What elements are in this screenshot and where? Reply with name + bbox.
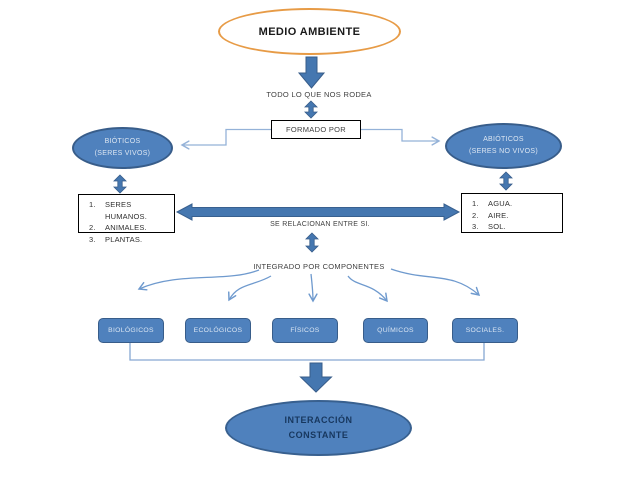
- node-ecologicos: ECOLÓGICOS: [185, 318, 251, 343]
- conclusion-line1: INTERACCIÓN: [284, 415, 353, 425]
- node-biologicos: BIOLÓGICOS: [98, 318, 164, 343]
- list-item: 1. AGUA.: [472, 199, 513, 208]
- block-arrow-down-bottom: [299, 362, 333, 393]
- node-quimicos: QUÍMICOS: [363, 318, 428, 343]
- subtitle-text: TODO LO QUE NOS RODEA: [266, 90, 372, 99]
- node-sociales: SOCIALES.: [452, 318, 518, 343]
- curved-arrow-sociales: [390, 268, 481, 296]
- curved-arrow-biologicos: [137, 269, 260, 291]
- elbow-connector-right: [361, 128, 441, 146]
- list-item: 3. SOL.: [472, 222, 506, 231]
- node-formado-por: FORMADO POR: [271, 120, 361, 139]
- node-abioticos: ABIÓTICOS (SERES NO VIVOS): [445, 123, 562, 169]
- double-arrow-relation: [175, 203, 461, 221]
- list-item: 3. PLANTAS.: [89, 234, 143, 244]
- block-arrow-down-top: [297, 56, 326, 89]
- node-bioticos: BIÓTICOS (SERES VIVOS): [72, 127, 173, 169]
- elbow-connector-left: [180, 128, 271, 150]
- title-label: MEDIO AMBIENTE: [258, 25, 361, 38]
- abioticos-label-line1: ABIÓTICOS: [483, 136, 524, 143]
- curved-arrow-ecologicos: [228, 275, 272, 302]
- curved-arrow-quimicos: [347, 275, 388, 303]
- double-arrow-subtitle-formado: [304, 100, 318, 119]
- curved-arrow-fisicos: [308, 273, 318, 303]
- node-fisicos: FÍSICOS: [272, 318, 338, 343]
- abioticos-label-line2: (SERES NO VIVOS): [469, 148, 538, 155]
- relation-text: SE RELACIONAN ENTRE SI.: [270, 221, 370, 228]
- bracket-connector: [129, 343, 485, 361]
- double-arrow-bioticos-list: [113, 174, 127, 194]
- formado-por-label: FORMADO POR: [286, 125, 346, 134]
- double-arrow-abioticos-list: [499, 171, 513, 191]
- node-medio-ambiente: MEDIO AMBIENTE: [218, 8, 401, 55]
- list-item: 2. ANIMALES.: [89, 223, 147, 232]
- list-item: 1. SERES HUMANOS.: [89, 200, 148, 221]
- bioticos-label-line2: (SERES VIVOS): [94, 150, 151, 157]
- bioticos-label-line1: BIÓTICOS: [104, 138, 141, 145]
- node-interaccion-constante: INTERACCIÓN CONSTANTE: [225, 400, 412, 456]
- conclusion-line2: CONSTANTE: [288, 430, 349, 440]
- list-item: 2. AIRE.: [472, 210, 509, 220]
- componentes-label: INTEGRADO POR COMPONENTES: [253, 262, 385, 271]
- double-arrow-relation-componentes: [305, 232, 319, 253]
- bioticos-list-box: 1. SERES HUMANOS. 2. ANIMALES. 3. PLANTA…: [78, 194, 175, 244]
- abioticos-list-box: 1. AGUA. 2. AIRE. 3. SOL.: [461, 193, 563, 233]
